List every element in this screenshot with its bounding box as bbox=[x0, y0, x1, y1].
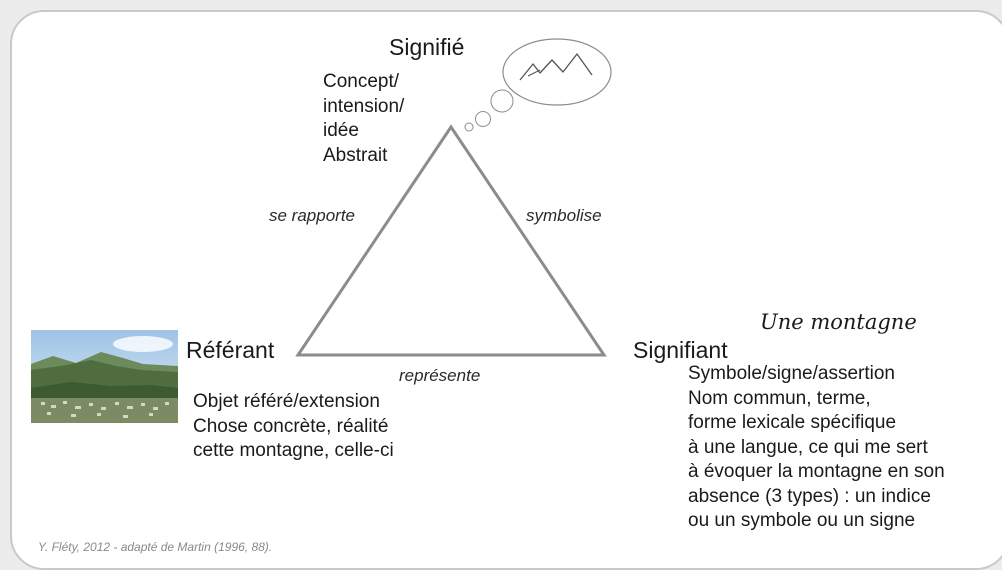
referant-description: Objet référé/extension Chose concrète, r… bbox=[193, 390, 394, 464]
signifiant-line: à une langue, ce qui me sert bbox=[688, 436, 928, 458]
source-credit: Y. Fléty, 2012 - adapté de Martin (1996,… bbox=[38, 540, 273, 554]
example-word: Une montagne bbox=[760, 310, 917, 334]
referant-line: Chose concrète, réalité bbox=[193, 415, 389, 437]
signifiant-line: Symbole/signe/assertion bbox=[688, 363, 895, 384]
signifie-line: Abstrait bbox=[323, 144, 388, 166]
mountain-photo bbox=[31, 330, 178, 423]
referant-title: Référant bbox=[186, 337, 275, 363]
signifie-line: Concept/ bbox=[323, 71, 400, 92]
thought-bubble-icon bbox=[464, 38, 612, 132]
edge-label-symbolise: symbolise bbox=[526, 206, 602, 225]
signifiant-line: à évoquer la montagne en son bbox=[688, 461, 945, 482]
signifie-line: idée bbox=[323, 120, 359, 141]
signifiant-line: Nom commun, terme, bbox=[688, 387, 871, 409]
signifiant-description: Symbole/signe/assertion Nom commun, term… bbox=[688, 362, 945, 534]
signifiant-line: forme lexicale spécifique bbox=[688, 412, 897, 433]
referant-line: cette montagne, celle-ci bbox=[193, 440, 394, 461]
signifiant-title: Signifiant bbox=[633, 337, 728, 363]
signifiant-line: ou un symbole ou un signe bbox=[688, 510, 916, 531]
referant-line: Objet référé/extension bbox=[193, 391, 380, 412]
edge-label-represente: représente bbox=[399, 366, 481, 385]
semiotic-triangle bbox=[295, 124, 607, 357]
edge-label-se-rapporte: se rapporte bbox=[269, 206, 355, 225]
signifiant-line: absence (3 types) : un indice bbox=[688, 485, 931, 507]
signifie-description: Concept/ intension/ idée Abstrait bbox=[323, 70, 463, 168]
signifie-title: Signifié bbox=[389, 34, 465, 60]
signifie-line: intension/ bbox=[323, 95, 405, 117]
